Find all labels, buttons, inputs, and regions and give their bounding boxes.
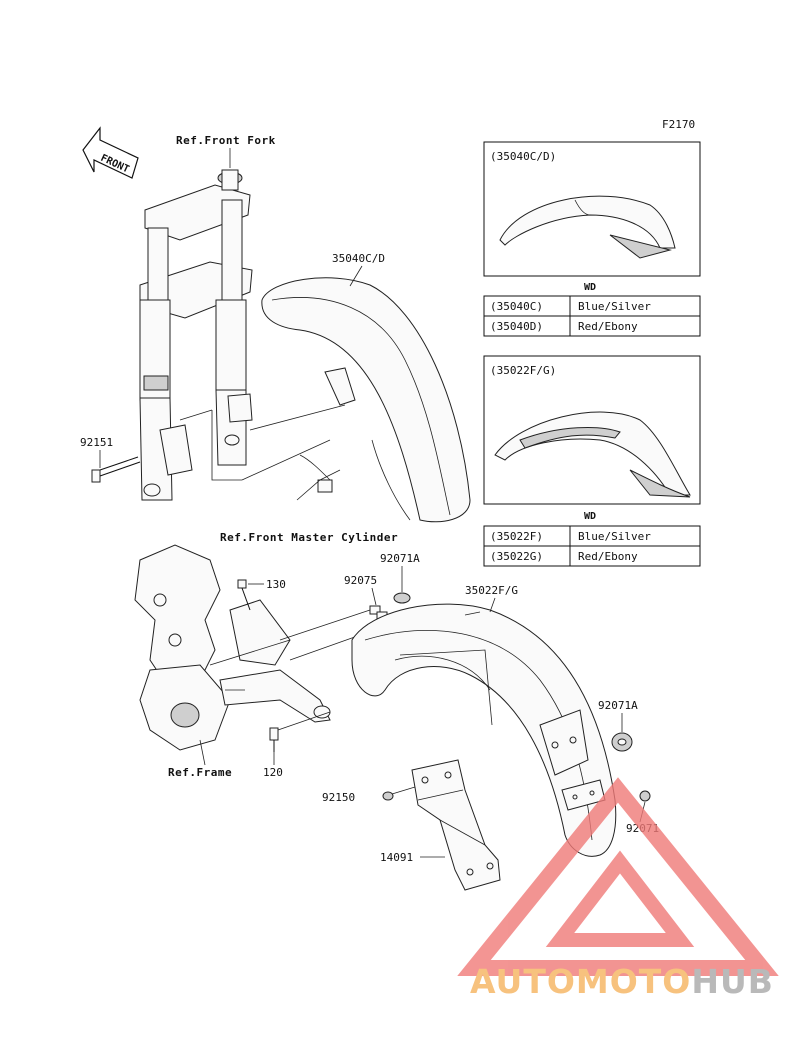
callout-92150: 92150 bbox=[322, 791, 355, 804]
variant-box-1-code-1: (35040C) bbox=[490, 300, 543, 313]
grommet-92071A-top bbox=[393, 592, 411, 604]
watermark-part2: HUB bbox=[691, 962, 774, 1001]
callout-92071A-right: 92071A bbox=[598, 699, 638, 712]
watermark-part1: AUTOMOTO bbox=[470, 962, 692, 1001]
variant-box-1: (35040C/D) WD (35040C) Blue/Silver (3504… bbox=[483, 141, 701, 337]
variant-box-2: (35022F/G) WD (35022F) Blue/Silver (3502… bbox=[483, 355, 701, 567]
variant-box-1-color-1: Blue/Silver bbox=[578, 300, 651, 313]
rear-fender bbox=[351, 603, 617, 857]
variant-box-2-color-1: Blue/Silver bbox=[578, 530, 651, 543]
ref-front-master-cylinder: Ref.Front Master Cylinder bbox=[220, 531, 398, 544]
variant-box-1-title: (35040C/D) bbox=[490, 150, 556, 163]
callout-14091: 14091 bbox=[380, 851, 413, 864]
callout-120: 120 bbox=[263, 766, 283, 779]
figure-code: F2170 bbox=[662, 118, 695, 131]
bolt-130 bbox=[237, 579, 251, 611]
bolt-92151 bbox=[91, 456, 141, 483]
bolt-120 bbox=[269, 711, 331, 752]
callout-35040: 35040C/D bbox=[332, 252, 385, 265]
variant-box-2-code-2: (35022G) bbox=[490, 550, 543, 563]
variant-box-2-wd: WD bbox=[584, 511, 596, 522]
variant-box-1-wd: WD bbox=[584, 282, 596, 293]
watermark-triangle-icon bbox=[457, 777, 779, 976]
grommet-92071 bbox=[639, 790, 651, 802]
callout-35022: 35022F/G bbox=[465, 584, 518, 597]
front-fork-assembly bbox=[139, 169, 253, 501]
variant-box-2-color-2: Red/Ebony bbox=[578, 550, 638, 563]
callout-92151: 92151 bbox=[80, 436, 113, 449]
callout-130: 130 bbox=[266, 578, 286, 591]
callout-92075: 92075 bbox=[344, 574, 377, 587]
callout-92071A-top: 92071A bbox=[380, 552, 420, 565]
ref-front-fork: Ref.Front Fork bbox=[176, 134, 276, 147]
bracket-14091 bbox=[411, 759, 501, 891]
variant-box-1-color-2: Red/Ebony bbox=[578, 320, 638, 333]
front-arrow-icon: FRONT bbox=[82, 126, 139, 179]
front-fender bbox=[241, 277, 471, 523]
watermark-logo: AUTOMOTOHUB bbox=[470, 962, 774, 1002]
grommet-92071A-right bbox=[611, 732, 633, 752]
variant-box-2-code-1: (35022F) bbox=[490, 530, 543, 543]
variant-box-2-title: (35022F/G) bbox=[490, 364, 556, 377]
bolt-92150 bbox=[382, 786, 416, 801]
variant-box-1-code-2: (35040D) bbox=[490, 320, 543, 333]
ref-frame: Ref.Frame bbox=[168, 766, 232, 779]
frame-assembly bbox=[134, 544, 381, 751]
